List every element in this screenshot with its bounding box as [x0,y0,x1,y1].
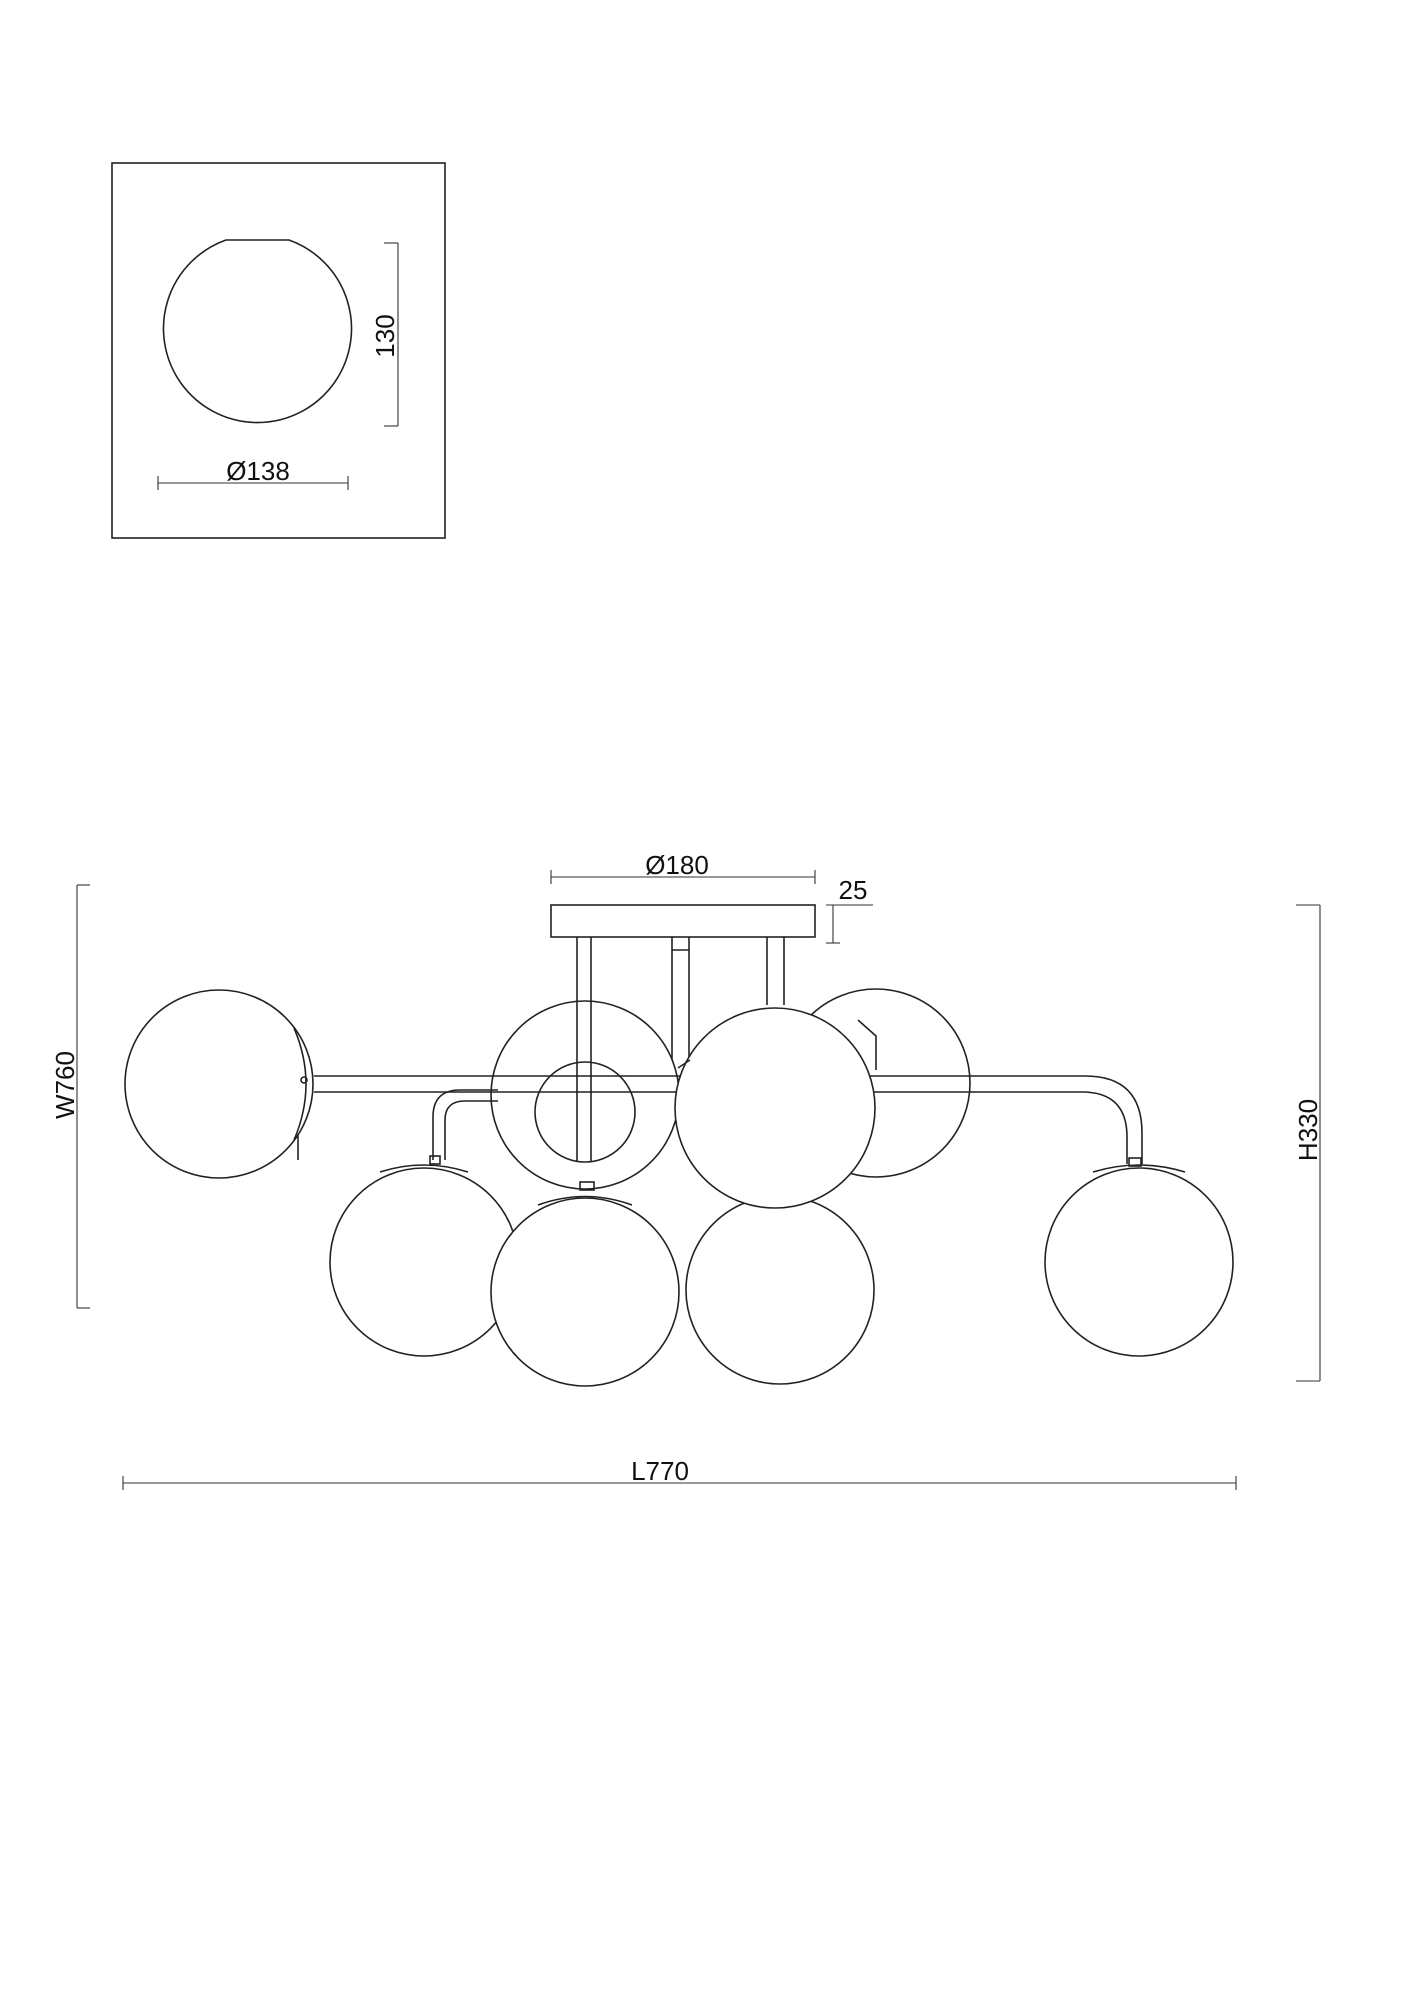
globe-far-left [124,989,314,1179]
canopy-diameter-label: Ø180 [645,850,709,880]
lamp-front-view [124,904,1234,1387]
detail-diameter-label: Ø138 [226,456,290,486]
globe-center-large [674,1007,876,1209]
globe-front-4 [1044,1167,1234,1357]
canopy-height-label: 25 [839,875,868,905]
globe-front-1 [329,1167,519,1357]
width-label: W760 [50,1051,80,1119]
arm-left-bent [432,1089,498,1160]
detail-globe [162,239,353,424]
globe-detail-view: 130 Ø138 [111,162,446,539]
canopy [550,904,816,938]
detail-frame [111,162,446,539]
globe-front-2 [490,1197,680,1387]
center-ring-inner [534,1061,636,1163]
center-ring-outer [490,1000,680,1190]
globe-front-3 [685,1195,875,1385]
height-label: H330 [1293,1099,1323,1161]
detail-height-label: 130 [370,314,400,357]
length-label: L770 [631,1456,689,1486]
main-dimensions: Ø180 25 W760 H330 L770 [50,850,1323,1490]
arm-right-bent [1060,1075,1143,1164]
